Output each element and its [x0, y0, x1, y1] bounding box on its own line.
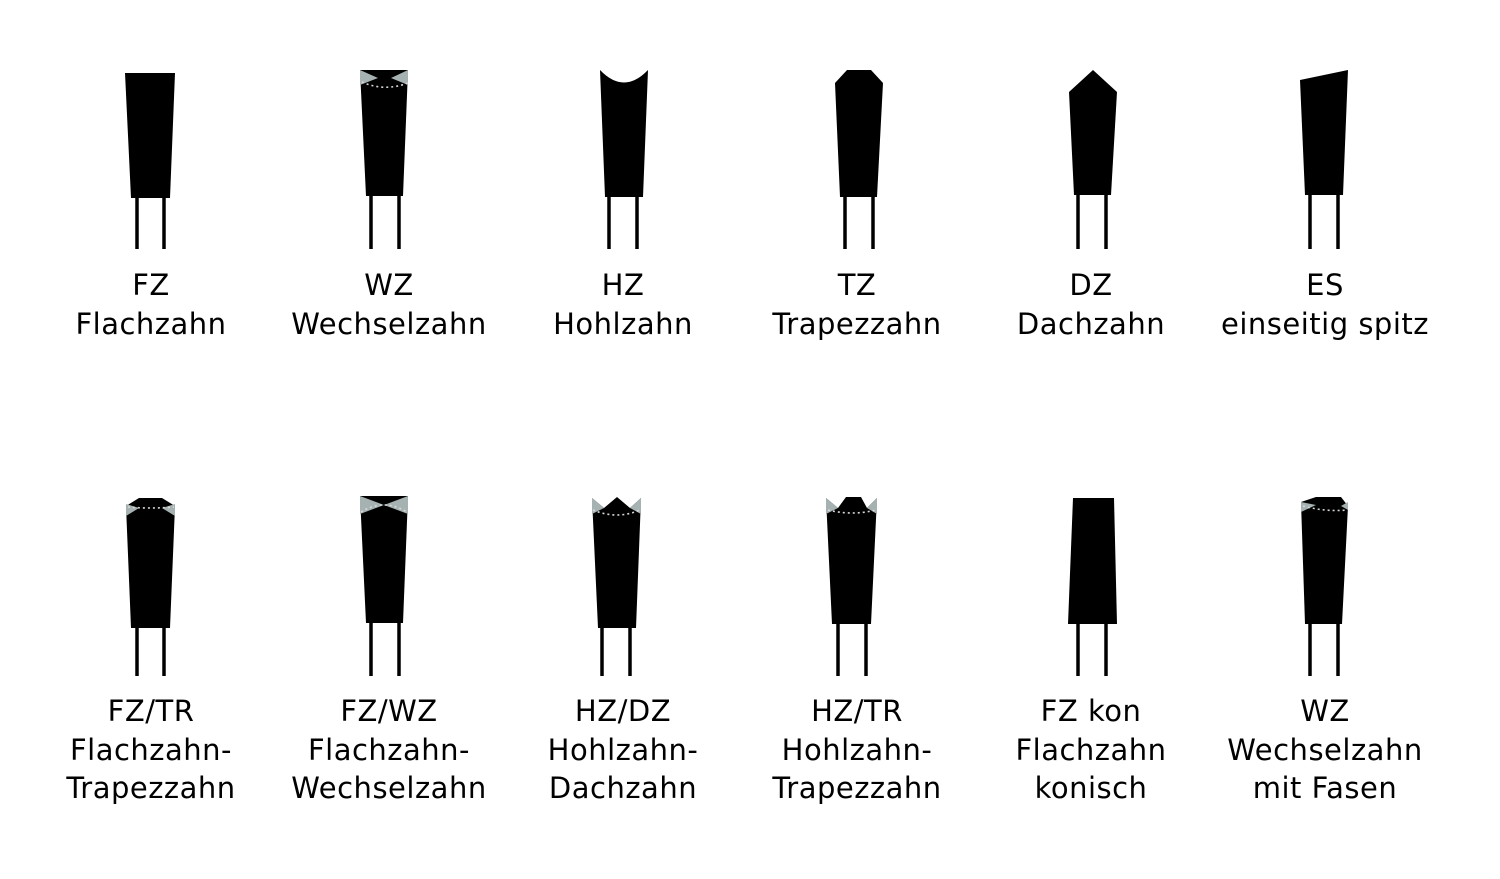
flat-alternate-tooth-icon [360, 496, 408, 676]
tooth-code: HZ/TR [811, 694, 903, 728]
tooth-caption-wz-fasen: WZ Wechselzahn mit Fasen [1195, 692, 1455, 808]
tooth-code: FZ [132, 268, 170, 302]
tooth-name: Flachzahn [75, 306, 227, 341]
tooth-caption-hz-tr: HZ/TR Hohlzahn- Trapezzahn [727, 692, 987, 808]
tooth-caption-es: ES einseitig spitz [1195, 266, 1455, 343]
tooth-code: DZ [1069, 268, 1113, 302]
tooth-code: WZ [364, 268, 414, 302]
tooth-code: FZ/WZ [340, 694, 438, 728]
tooth-name: Flachzahn [1015, 732, 1167, 767]
hollow-trapezoid-tooth-icon [826, 497, 877, 676]
hollow-tooth-icon [600, 70, 648, 249]
hollow-roof-tooth-icon [592, 497, 641, 676]
tooth-caption-fz: FZ Flachzahn [21, 266, 281, 343]
tooth-name: Dachzahn [1016, 306, 1166, 341]
tooth-name: Trapezzahn [772, 306, 942, 341]
tooth-caption-wz: WZ Wechselzahn [259, 266, 519, 343]
single-sided-point-tooth-icon [1300, 70, 1348, 249]
tooth-name: Trapezzahn [66, 771, 236, 805]
tooth-caption-fz-wz: FZ/WZ Flachzahn- Wechselzahn [259, 692, 519, 808]
tooth-name: Dachzahn [548, 771, 698, 805]
tooth-name: einseitig spitz [1220, 306, 1429, 341]
tooth-code: WZ [1300, 694, 1350, 728]
tooth-name: Wechselzahn [291, 771, 487, 805]
tooth-code: FZ/TR [107, 694, 195, 728]
roof-tooth-icon [1069, 70, 1117, 249]
tooth-caption-tz: TZ Trapezzahn [727, 266, 987, 343]
tooth-name: Trapezzahn [772, 771, 942, 805]
tooth-name: Flachzahn- [69, 732, 233, 767]
tooth-code: HZ [601, 268, 645, 302]
alternate-bevel-tooth-icon [360, 70, 409, 249]
tooth-code: FZ kon [1040, 694, 1142, 728]
tooth-caption-hz: HZ Hohlzahn [493, 266, 753, 343]
tooth-caption-fz-kon: FZ kon Flachzahn konisch [961, 692, 1221, 808]
trapezoid-tooth-icon [835, 70, 883, 249]
tooth-name: mit Fasen [1252, 771, 1398, 805]
conical-flat-tooth-icon [1068, 498, 1117, 676]
tooth-name: Hohlzahn [553, 306, 693, 341]
tooth-name: Hohlzahn- [781, 732, 933, 767]
tooth-code: ES [1306, 268, 1344, 302]
tooth-name: Hohlzahn- [547, 732, 699, 767]
tooth-code: HZ/DZ [574, 694, 672, 728]
tooth-name: Wechselzahn [291, 306, 487, 341]
flat-tooth-icon [125, 73, 175, 249]
tooth-code: TZ [837, 268, 877, 302]
tooth-caption-fz-tr: FZ/TR Flachzahn- Trapezzahn [21, 692, 281, 808]
tooth-caption-hz-dz: HZ/DZ Hohlzahn- Dachzahn [493, 692, 753, 808]
tooth-name: Flachzahn- [307, 732, 471, 767]
tooth-caption-dz: DZ Dachzahn [961, 266, 1221, 343]
tooth-name: Wechselzahn [1227, 732, 1423, 767]
alternate-chamfer-tooth-icon [1301, 497, 1348, 676]
flat-trapezoid-tooth-icon [126, 498, 175, 676]
tooth-name: konisch [1034, 771, 1148, 805]
